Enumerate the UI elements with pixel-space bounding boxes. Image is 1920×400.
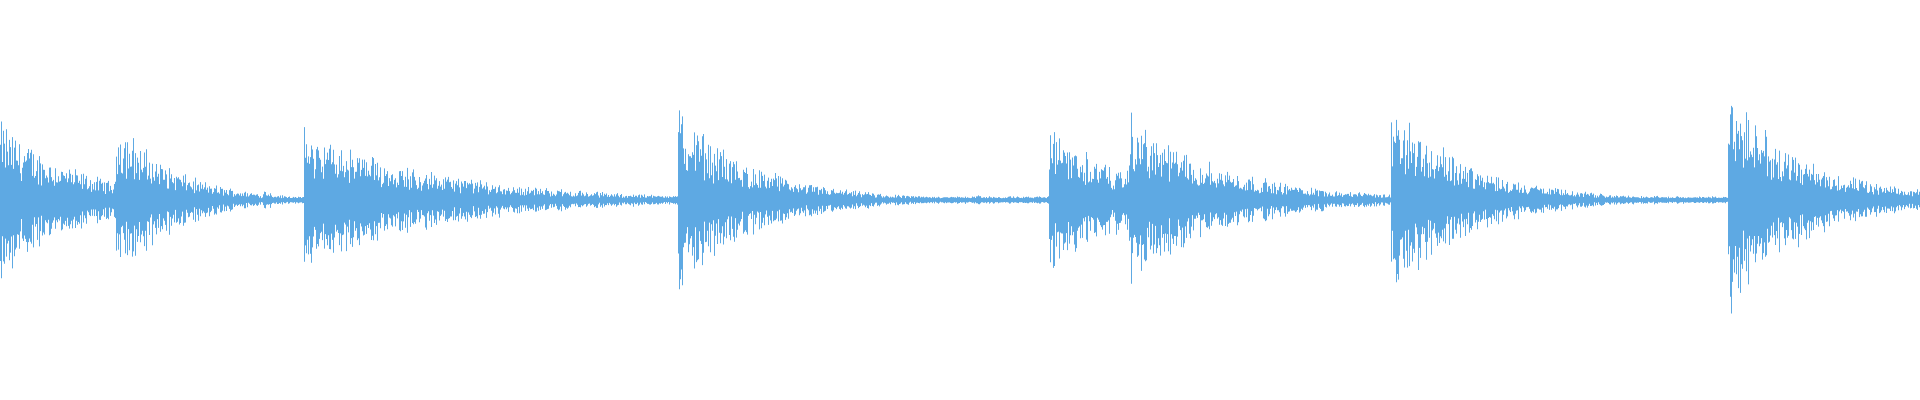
waveform-trace bbox=[0, 105, 1920, 314]
waveform-bars bbox=[0, 105, 1920, 314]
